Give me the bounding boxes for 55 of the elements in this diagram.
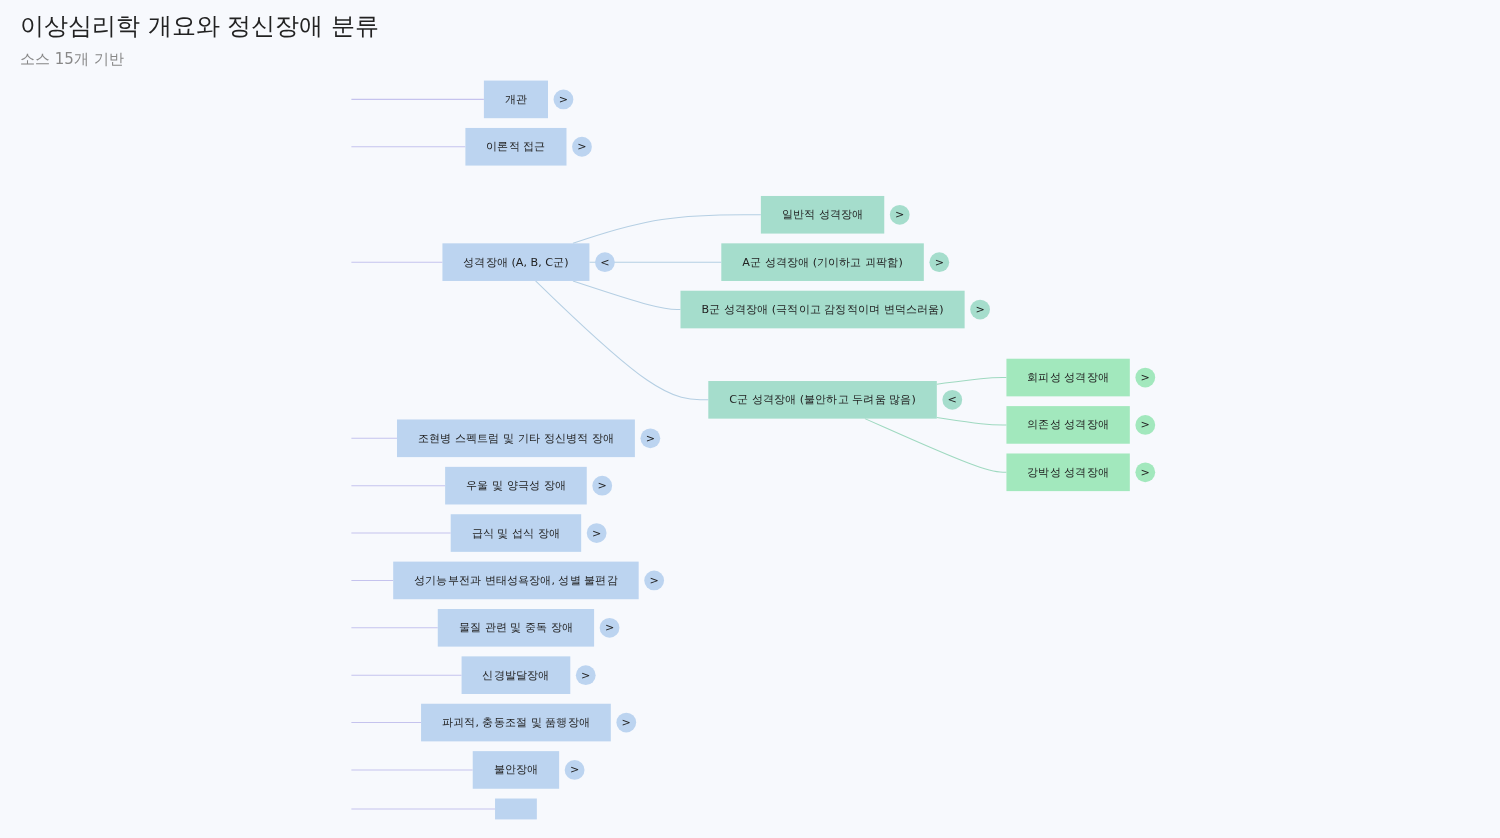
node-box: 신경발달장애 bbox=[461, 656, 570, 694]
connector bbox=[571, 280, 681, 311]
node-label: > bbox=[645, 431, 655, 445]
node-box: 회피성 성격장애 bbox=[1005, 358, 1130, 397]
node-label: > bbox=[621, 715, 631, 729]
node-label: > bbox=[580, 668, 590, 682]
node-label: > bbox=[894, 207, 904, 222]
node-label: > bbox=[648, 573, 659, 587]
node-box: 일반적 성격장애 bbox=[760, 195, 884, 234]
node-label: > bbox=[604, 620, 614, 635]
caption: 소스 15개 기반 bbox=[20, 50, 125, 69]
connector bbox=[588, 261, 722, 263]
connector bbox=[350, 722, 422, 724]
node-label: > bbox=[558, 92, 568, 106]
node-label: > bbox=[591, 526, 601, 540]
connector bbox=[935, 416, 1007, 426]
node-box: C군 성격장애 (불안하고 두려움 많음) bbox=[707, 381, 937, 419]
connector bbox=[350, 437, 397, 439]
node-box: 우울 및 양극성 장애 bbox=[444, 466, 587, 505]
node-box: 이론적 접근 bbox=[464, 127, 566, 166]
connector bbox=[350, 485, 446, 487]
node-box: 불안장애 bbox=[472, 751, 559, 789]
node-label: > bbox=[1140, 370, 1150, 384]
node-box: 파괴적, 충동조절 및 품행장애 bbox=[420, 703, 611, 742]
node-box: 조현병 스펙트럼 및 기타 정신병적 장애 bbox=[396, 419, 635, 458]
diagram-title: 이상심리학 개요와 정신장애 분류 bbox=[20, 11, 380, 42]
node-label: > bbox=[974, 302, 985, 316]
connector bbox=[350, 261, 443, 263]
node-label: > bbox=[576, 139, 587, 154]
connector bbox=[534, 280, 709, 401]
node-box: 성격장애 (A, B, C군) bbox=[441, 243, 589, 281]
connector bbox=[350, 579, 394, 581]
connector bbox=[863, 418, 1007, 473]
connector bbox=[350, 146, 466, 148]
node-box: 급식 및 섭식 장애 bbox=[450, 514, 581, 552]
node-label: > bbox=[597, 478, 607, 492]
connector bbox=[350, 627, 438, 629]
node-label: < bbox=[599, 255, 610, 269]
node-box: 성기능부전과 변태성욕장애, 성별 불편감 bbox=[392, 561, 639, 600]
node-label: > bbox=[1140, 417, 1150, 432]
node-box: A군 성격장애 (기이하고 괴팍함) bbox=[720, 243, 924, 281]
node-box: 개관 bbox=[483, 80, 548, 119]
node-box: 물질 관련 및 중독 장애 bbox=[437, 609, 594, 647]
node-box: 강박성 성격장애 bbox=[1005, 453, 1130, 492]
node-label: > bbox=[569, 762, 579, 777]
node-label: < bbox=[947, 392, 957, 407]
connector bbox=[350, 98, 484, 100]
connector bbox=[935, 377, 1007, 385]
node-label: > bbox=[1140, 465, 1150, 479]
node-box: 의존성 성격장애 bbox=[1005, 406, 1130, 444]
connector bbox=[571, 214, 761, 244]
connector bbox=[350, 674, 462, 676]
node-box bbox=[494, 798, 537, 820]
node-label: > bbox=[934, 255, 944, 269]
node-box: B군 성격장애 (극적이고 감정적이며 변덕스러움) bbox=[680, 290, 965, 329]
